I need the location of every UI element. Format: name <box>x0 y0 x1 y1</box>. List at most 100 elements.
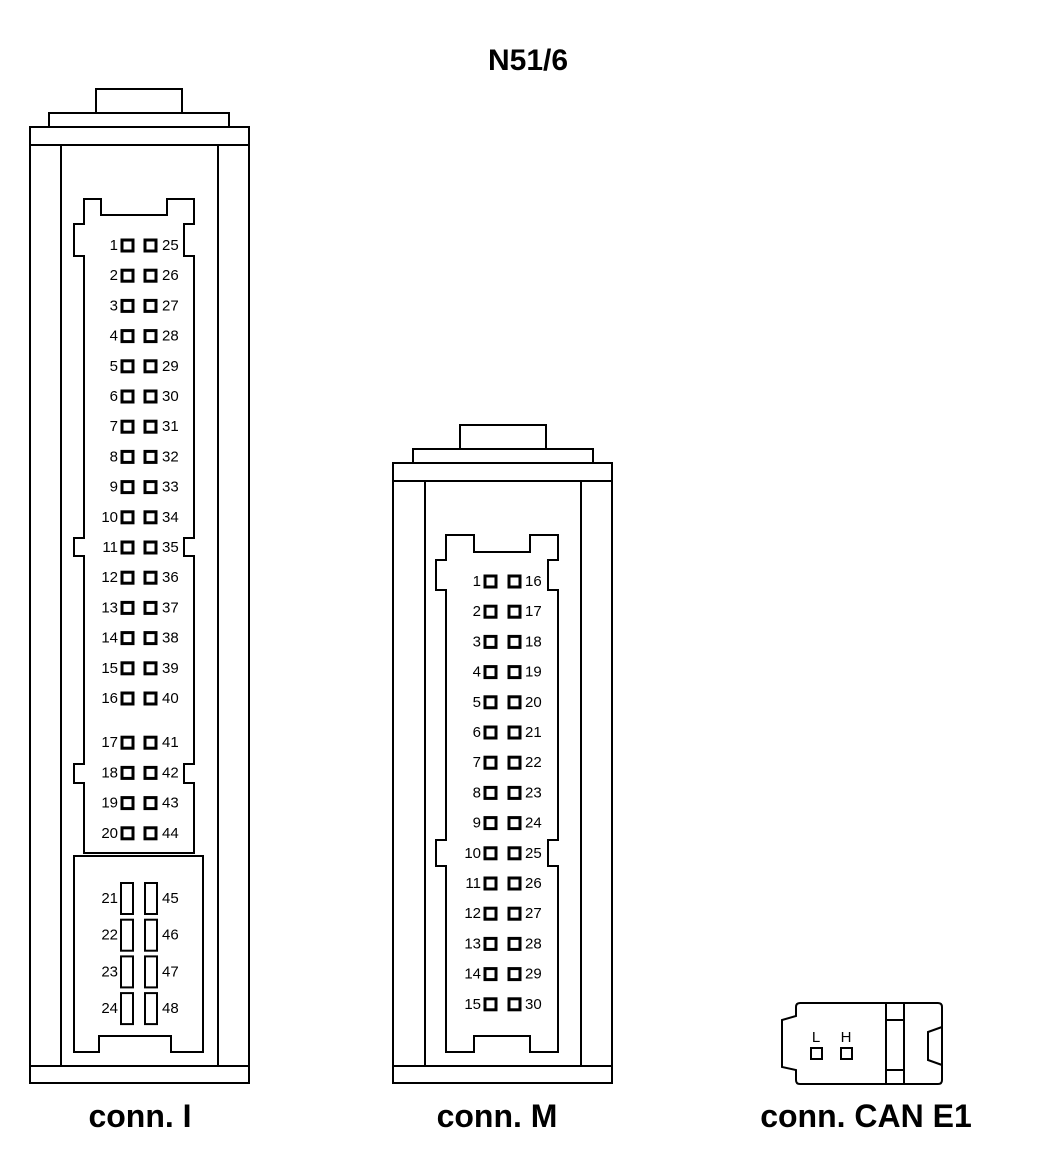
pin-socket <box>483 725 498 740</box>
pin-label: 25 <box>162 237 179 254</box>
power-pin-socket <box>120 918 134 952</box>
pin-socket <box>120 600 135 615</box>
pin-socket <box>120 419 135 434</box>
pin-label: 18 <box>101 764 118 781</box>
power-pin-label: 24 <box>101 1000 118 1017</box>
pin-socket <box>483 967 498 982</box>
pin-label: 42 <box>162 764 179 781</box>
pin-socket <box>120 480 135 495</box>
pin-socket <box>507 876 522 891</box>
pin-socket <box>483 846 498 861</box>
pin-label: 18 <box>525 633 542 650</box>
connector-i <box>29 88 250 1084</box>
pin-label: 16 <box>525 573 542 590</box>
connector-i-pin-chamber <box>73 198 195 854</box>
pin-socket <box>143 826 158 841</box>
pin-label: 7 <box>110 418 118 435</box>
can-connector-body <box>781 1002 943 1085</box>
power-pin-socket <box>144 882 158 915</box>
power-pin-socket <box>144 918 158 952</box>
pin-label: 10 <box>101 509 118 526</box>
can-pin-h <box>840 1047 853 1060</box>
pin-socket <box>507 936 522 951</box>
pin-socket <box>120 449 135 464</box>
pin-socket <box>143 298 158 313</box>
pin-socket <box>507 665 522 680</box>
pin-label: 35 <box>162 539 179 556</box>
can-pin-label-l: L <box>812 1029 820 1046</box>
connector-m-top-lip <box>412 448 594 464</box>
pin-label: 28 <box>162 328 179 345</box>
diagram-title: N51/6 <box>487 44 569 77</box>
pin-socket <box>120 691 135 706</box>
pin-socket <box>120 570 135 585</box>
power-pin-label: 48 <box>162 1000 179 1017</box>
connector-can-e1 <box>781 1002 943 1085</box>
pin-socket <box>143 661 158 676</box>
can-connector-clip <box>927 1026 943 1066</box>
pin-socket <box>143 480 158 495</box>
pin-label: 9 <box>110 479 118 496</box>
pin-socket <box>143 510 158 525</box>
connector-i-outer-shell <box>29 126 250 1084</box>
pin-label: 8 <box>473 784 481 801</box>
pin-socket <box>507 816 522 831</box>
connector-i-top-lip <box>48 112 230 128</box>
pin-label: 32 <box>162 448 179 465</box>
pin-socket <box>143 329 158 344</box>
pin-socket <box>143 735 158 750</box>
can-pin-label-h: H <box>841 1029 852 1046</box>
pin-socket <box>120 510 135 525</box>
pin-socket <box>120 796 135 811</box>
pin-socket <box>120 329 135 344</box>
pin-label: 3 <box>110 297 118 314</box>
pin-socket <box>483 936 498 951</box>
pin-label: 22 <box>525 754 542 771</box>
pin-socket <box>483 876 498 891</box>
pin-socket <box>483 755 498 770</box>
pin-socket <box>143 389 158 404</box>
pin-label: 1 <box>110 237 118 254</box>
power-pin-label: 47 <box>162 963 179 980</box>
pin-socket <box>507 846 522 861</box>
pin-socket <box>507 967 522 982</box>
pin-socket <box>483 816 498 831</box>
pin-socket <box>120 661 135 676</box>
pin-socket <box>143 691 158 706</box>
pin-label: 43 <box>162 795 179 812</box>
pin-socket <box>483 604 498 619</box>
pin-label: 37 <box>162 599 179 616</box>
power-pin-socket <box>120 992 134 1026</box>
pin-label: 26 <box>525 875 542 892</box>
pin-socket <box>483 665 498 680</box>
connector-can-label: conn. CAN E1 <box>760 1098 972 1134</box>
pin-socket <box>507 997 522 1012</box>
pin-socket <box>120 389 135 404</box>
pin-label: 34 <box>162 509 179 526</box>
pin-label: 27 <box>525 905 542 922</box>
pin-socket <box>120 238 135 253</box>
connector-i-power-chamber <box>73 855 204 1053</box>
pin-label: 14 <box>101 630 118 647</box>
pin-socket <box>483 997 498 1012</box>
pin-socket <box>507 634 522 649</box>
pin-socket <box>143 796 158 811</box>
pin-label: 9 <box>473 815 481 832</box>
pin-label: 28 <box>525 935 542 952</box>
pin-socket <box>120 765 135 780</box>
pin-socket <box>143 268 158 283</box>
power-pin-label: 22 <box>101 927 118 944</box>
pin-socket <box>143 419 158 434</box>
pin-label: 1 <box>473 573 481 590</box>
connector-i-latch <box>95 88 183 114</box>
pin-label: 12 <box>464 905 481 922</box>
pin-label: 31 <box>162 418 179 435</box>
power-pin-label: 23 <box>101 963 118 980</box>
pin-label: 39 <box>162 660 179 677</box>
pin-socket <box>143 600 158 615</box>
pin-socket <box>143 765 158 780</box>
pin-socket <box>143 359 158 374</box>
